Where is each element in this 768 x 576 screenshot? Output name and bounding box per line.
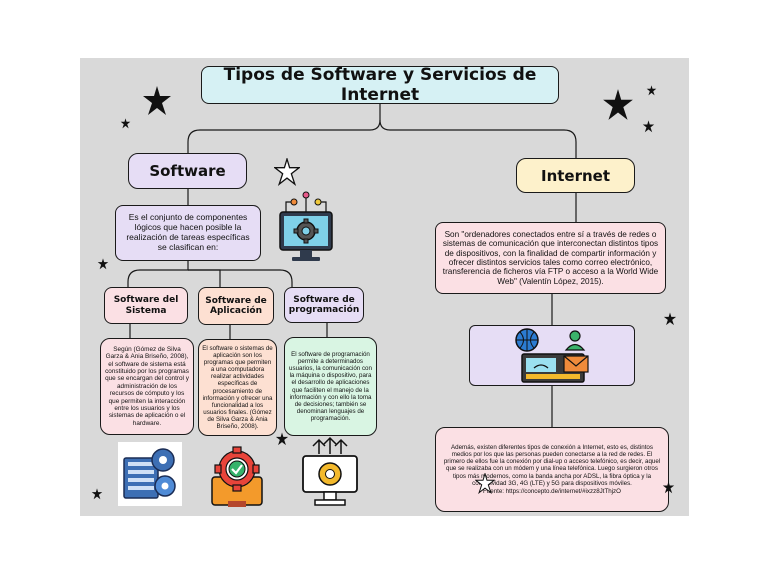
system-software-text: Según (Gómez de Silva Garza & Ania Brise…: [105, 346, 189, 427]
application-software-label-box: Software de Aplicación: [198, 287, 274, 325]
internet-source: Fuente: https://concepto.de/internet/#ix…: [483, 487, 621, 495]
star-icon: [120, 118, 131, 129]
software-heading: Software: [149, 162, 226, 180]
star-icon: [663, 312, 677, 326]
system-software-text-box: Según (Gómez de Silva Garza & Ania Brise…: [100, 338, 194, 435]
application-software-text-box: El software o sistemas de aplicación son…: [198, 339, 277, 436]
star-icon: [603, 89, 633, 120]
internet-heading-box: Internet: [516, 158, 635, 193]
title-box: Tipos de Software y Servicios de Interne…: [201, 65, 559, 105]
star-icon: [642, 120, 655, 133]
programming-software-label-box: Software de programación: [284, 287, 364, 323]
internet-heading: Internet: [540, 166, 611, 185]
internet-definition: Son "ordenadores conectados entre sí a t…: [442, 229, 659, 286]
star-icon: [646, 85, 657, 96]
star-icon: [274, 158, 300, 186]
programming-software-label: Software de programación: [288, 294, 360, 315]
star-icon: [97, 258, 109, 270]
infographic-poster: Tipos de Software y Servicios de Interne…: [80, 58, 689, 516]
check-gear-icon: [211, 446, 263, 507]
page-title: Tipos de Software y Servicios de Interne…: [223, 65, 537, 105]
star-icon: [275, 432, 289, 446]
programming-software-text: El software de programación permite a de…: [289, 350, 372, 422]
connector-lines: [127, 103, 577, 427]
internet-computer-icon: [515, 328, 589, 383]
application-software-label: Software de Aplicación: [205, 295, 267, 316]
internet-definition-box: Son "ordenadores conectados entre sí a t…: [435, 222, 666, 294]
internet-connection-text: Además, existen diferentes tipos de cone…: [443, 444, 661, 487]
system-software-label-box: Software del Sistema: [104, 287, 188, 324]
software-description-box: Es el conjunto de componentes lógicos qu…: [115, 205, 261, 261]
star-icon: [662, 481, 675, 494]
software-description: Es el conjunto de componentes lógicos qu…: [126, 212, 250, 252]
programming-software-text-box: El software de programación permite a de…: [284, 337, 377, 436]
system-software-label: Software del Sistema: [113, 295, 179, 316]
application-software-text: El software o sistemas de aplicación son…: [202, 344, 273, 431]
star-icon: [143, 86, 171, 115]
star-icon: [475, 473, 495, 494]
gear-monitor-icon: [279, 191, 333, 261]
computer-gears-icon: [118, 442, 182, 506]
monitor-gear-upload-icon: [302, 436, 358, 506]
internet-connection-box: Además, existen diferentes tipos de cone…: [435, 427, 669, 512]
software-heading-box: Software: [128, 153, 247, 189]
star-icon: [91, 488, 103, 500]
